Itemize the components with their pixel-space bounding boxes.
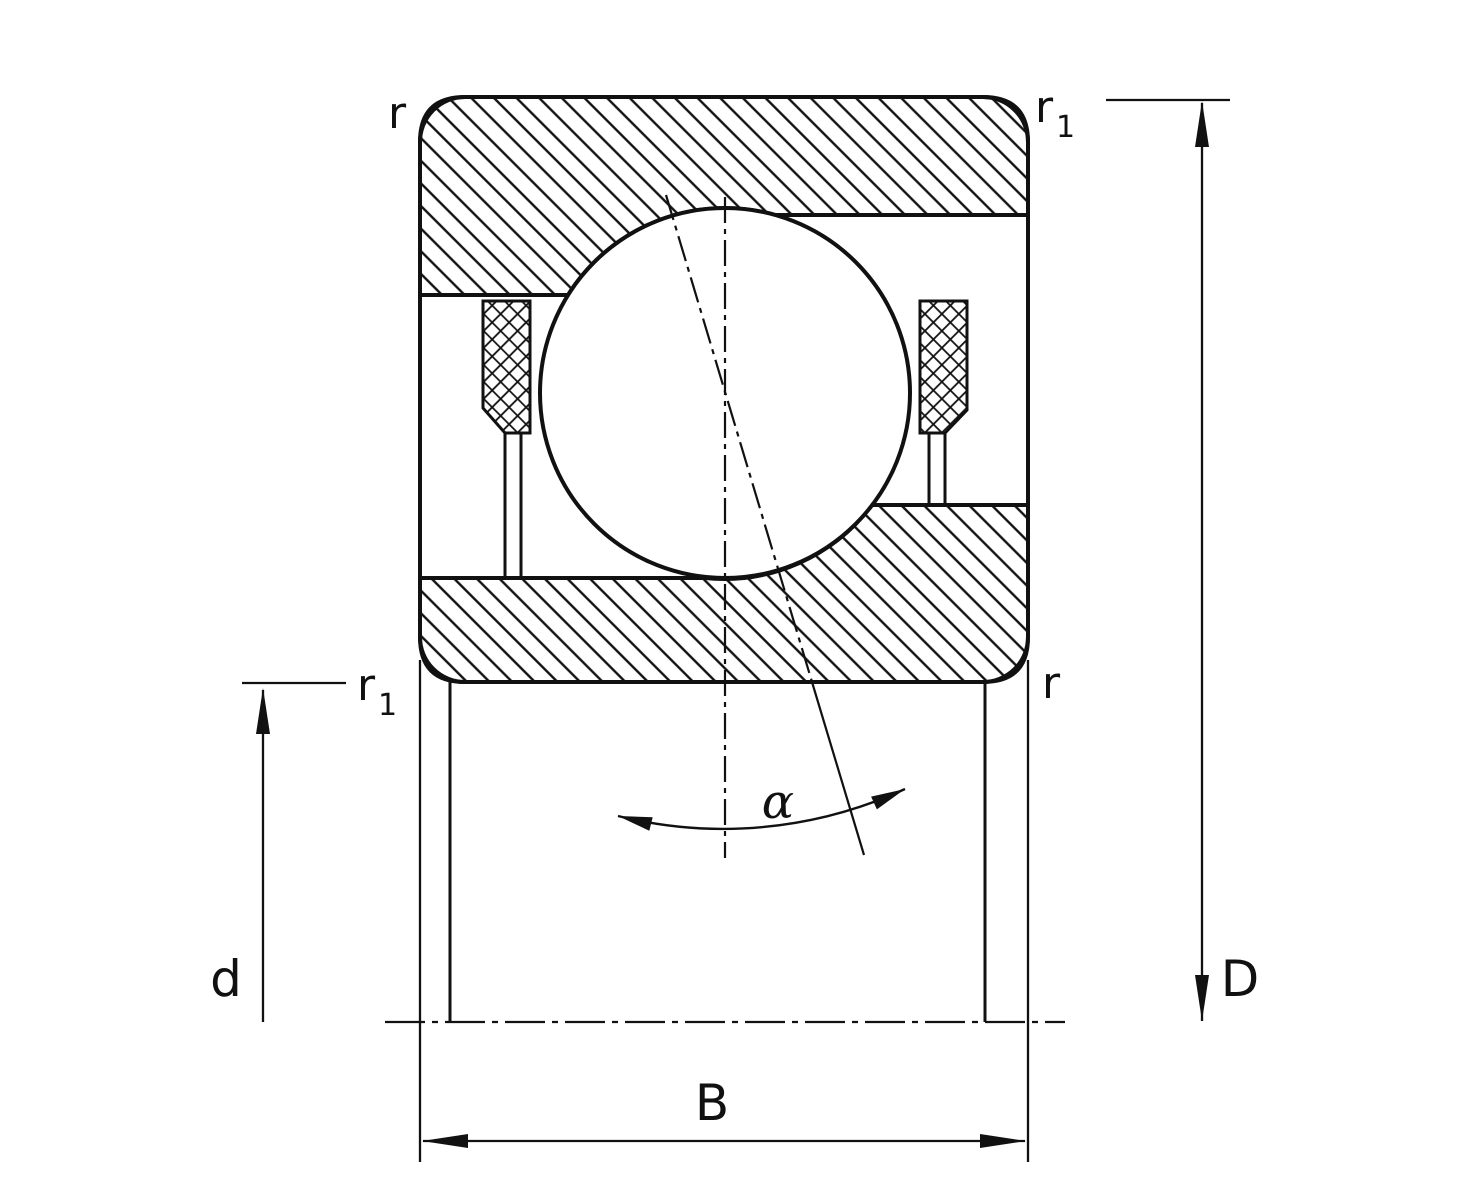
dim-d-arrow-top	[256, 688, 270, 734]
label-contact-angle: α	[762, 774, 794, 830]
dim-B-arrow-left	[422, 1134, 468, 1148]
angle-arc-arrow-right	[871, 789, 905, 810]
label-r1-mid-left: r	[357, 660, 376, 711]
label-dim-D: D	[1221, 950, 1260, 1008]
dim-D-arrow-bottom	[1195, 975, 1209, 1021]
label-r1-mid-left-sub: 1	[378, 688, 397, 723]
label-dim-B: B	[695, 1074, 729, 1132]
dim-D-arrow-top	[1195, 101, 1209, 147]
angle-arc	[617, 787, 906, 831]
label-r1-top-right-sub: 1	[1056, 110, 1075, 145]
label-r1-top-right: r	[1035, 82, 1054, 133]
label-r-mid-right: r	[1042, 658, 1061, 709]
label-dim-d: d	[210, 950, 242, 1008]
dim-B-arrow-right	[980, 1134, 1026, 1148]
cage-left	[481, 299, 532, 435]
angle-arc-arrow-left	[618, 816, 653, 831]
label-r-top-left: r	[388, 88, 407, 139]
contact-angle-line	[664, 194, 814, 683]
contact-angle-line-extension	[810, 681, 866, 856]
cage-right	[918, 299, 969, 435]
